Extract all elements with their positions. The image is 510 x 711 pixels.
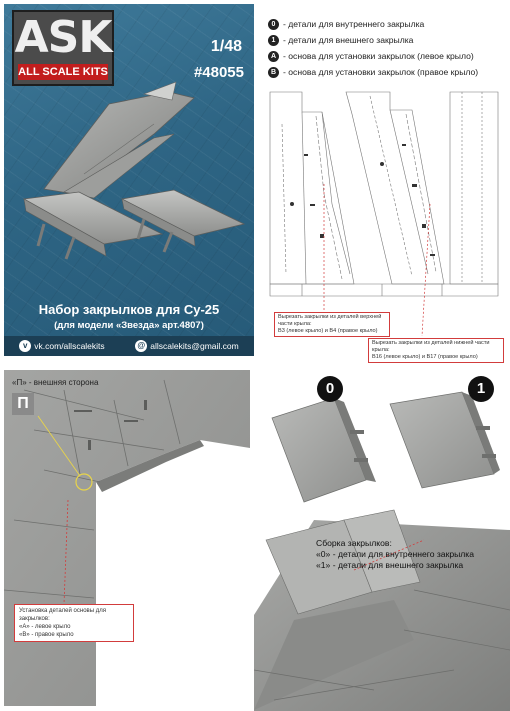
assembly-note: Сборка закрылков: «0» - детали для внутр… — [316, 538, 506, 571]
assembly-title: Сборка закрылков: — [316, 538, 392, 548]
lower-cut-note-line2: В16 (левое крыло) и В17 (правое крыло) — [372, 354, 478, 360]
flap-0-badge: 0 — [317, 376, 343, 402]
legend-text: - основа для установки закрылок (правое … — [283, 67, 479, 77]
legend-text: - детали для внешнего закрылка — [283, 35, 414, 45]
box-title: Набор закрылков для Су-25 — [38, 302, 220, 317]
legend-item: A - основа для установки закрылок (левое… — [268, 48, 508, 64]
vk-link-text: vk.com/allscalekits — [34, 341, 105, 351]
assembly-line-0: «0» - детали для внутреннего закрылка — [316, 549, 475, 559]
logo-text: ASK — [14, 12, 113, 63]
logo-subtitle: ALL SCALE KITS — [18, 64, 108, 80]
legend-item: B - основа для установки закрылок (право… — [268, 64, 508, 80]
lower-cut-note: Вырезать закрылки из деталей нижней част… — [368, 338, 504, 363]
outer-side-badge: П — [12, 393, 34, 415]
legend-badge: 1 — [268, 34, 279, 46]
flap-parts-illustration — [22, 81, 246, 260]
contact-bar: v vk.com/allscalekits @ allscalekits@gma… — [4, 336, 254, 356]
legend-text: - детали для внутреннего закрылка — [283, 19, 425, 29]
install-note-line-a: «A» - левое крыло — [19, 624, 71, 630]
email-text: allscalekits@gmail.com — [150, 341, 239, 351]
upper-cut-note: Вырезать закрылки из деталей верхней час… — [274, 312, 390, 337]
assembly-line-1: «1» - детали для внешнего закрылка — [316, 560, 464, 570]
parts-legend: 0 - детали для внутреннего закрылка 1 - … — [268, 16, 508, 80]
ask-logo: ASK ALL SCALE KITS — [12, 10, 114, 86]
product-box: ASK ALL SCALE KITS 1/48 #48055 Набор зак… — [4, 4, 254, 356]
outer-side-label: «П» - внешняя сторона — [12, 378, 99, 387]
vk-icon: v — [19, 340, 32, 352]
legend-item: 0 - детали для внутреннего закрылка — [268, 16, 508, 32]
flap-1-badge: 1 — [468, 376, 494, 402]
flaps-photo — [254, 391, 510, 711]
legend-text: - основа для установки закрылок (левое к… — [283, 51, 474, 61]
at-icon: @ — [135, 340, 148, 352]
install-note-line-b: «B» - правое крыло — [19, 632, 74, 638]
upper-cut-note-line2: В3 (левое крыло) и В4 (правое крыло) — [278, 328, 378, 334]
legend-badge: A — [268, 50, 279, 62]
install-note: Установка деталей основы для закрылков: … — [14, 604, 134, 642]
email-contact: @ allscalekits@gmail.com — [135, 340, 239, 352]
lower-cut-note-line1: Вырезать закрылки из деталей нижней част… — [372, 340, 490, 353]
upper-cut-note-line1: Вырезать закрылки из деталей верхней час… — [278, 314, 382, 327]
scale-label: 1/48 — [210, 38, 242, 55]
box-subtitle: (для модели «Звезда» арт.4807) — [54, 320, 204, 331]
vk-contact: v vk.com/allscalekits — [19, 340, 105, 352]
catalog-number: #48055 — [193, 64, 244, 81]
install-note-title: Установка деталей основы для закрылков: — [19, 608, 106, 622]
legend-item: 1 - детали для внешнего закрылка — [268, 32, 508, 48]
legend-badge: 0 — [268, 18, 279, 30]
wing-photo — [4, 370, 250, 706]
legend-badge: B — [268, 66, 279, 78]
